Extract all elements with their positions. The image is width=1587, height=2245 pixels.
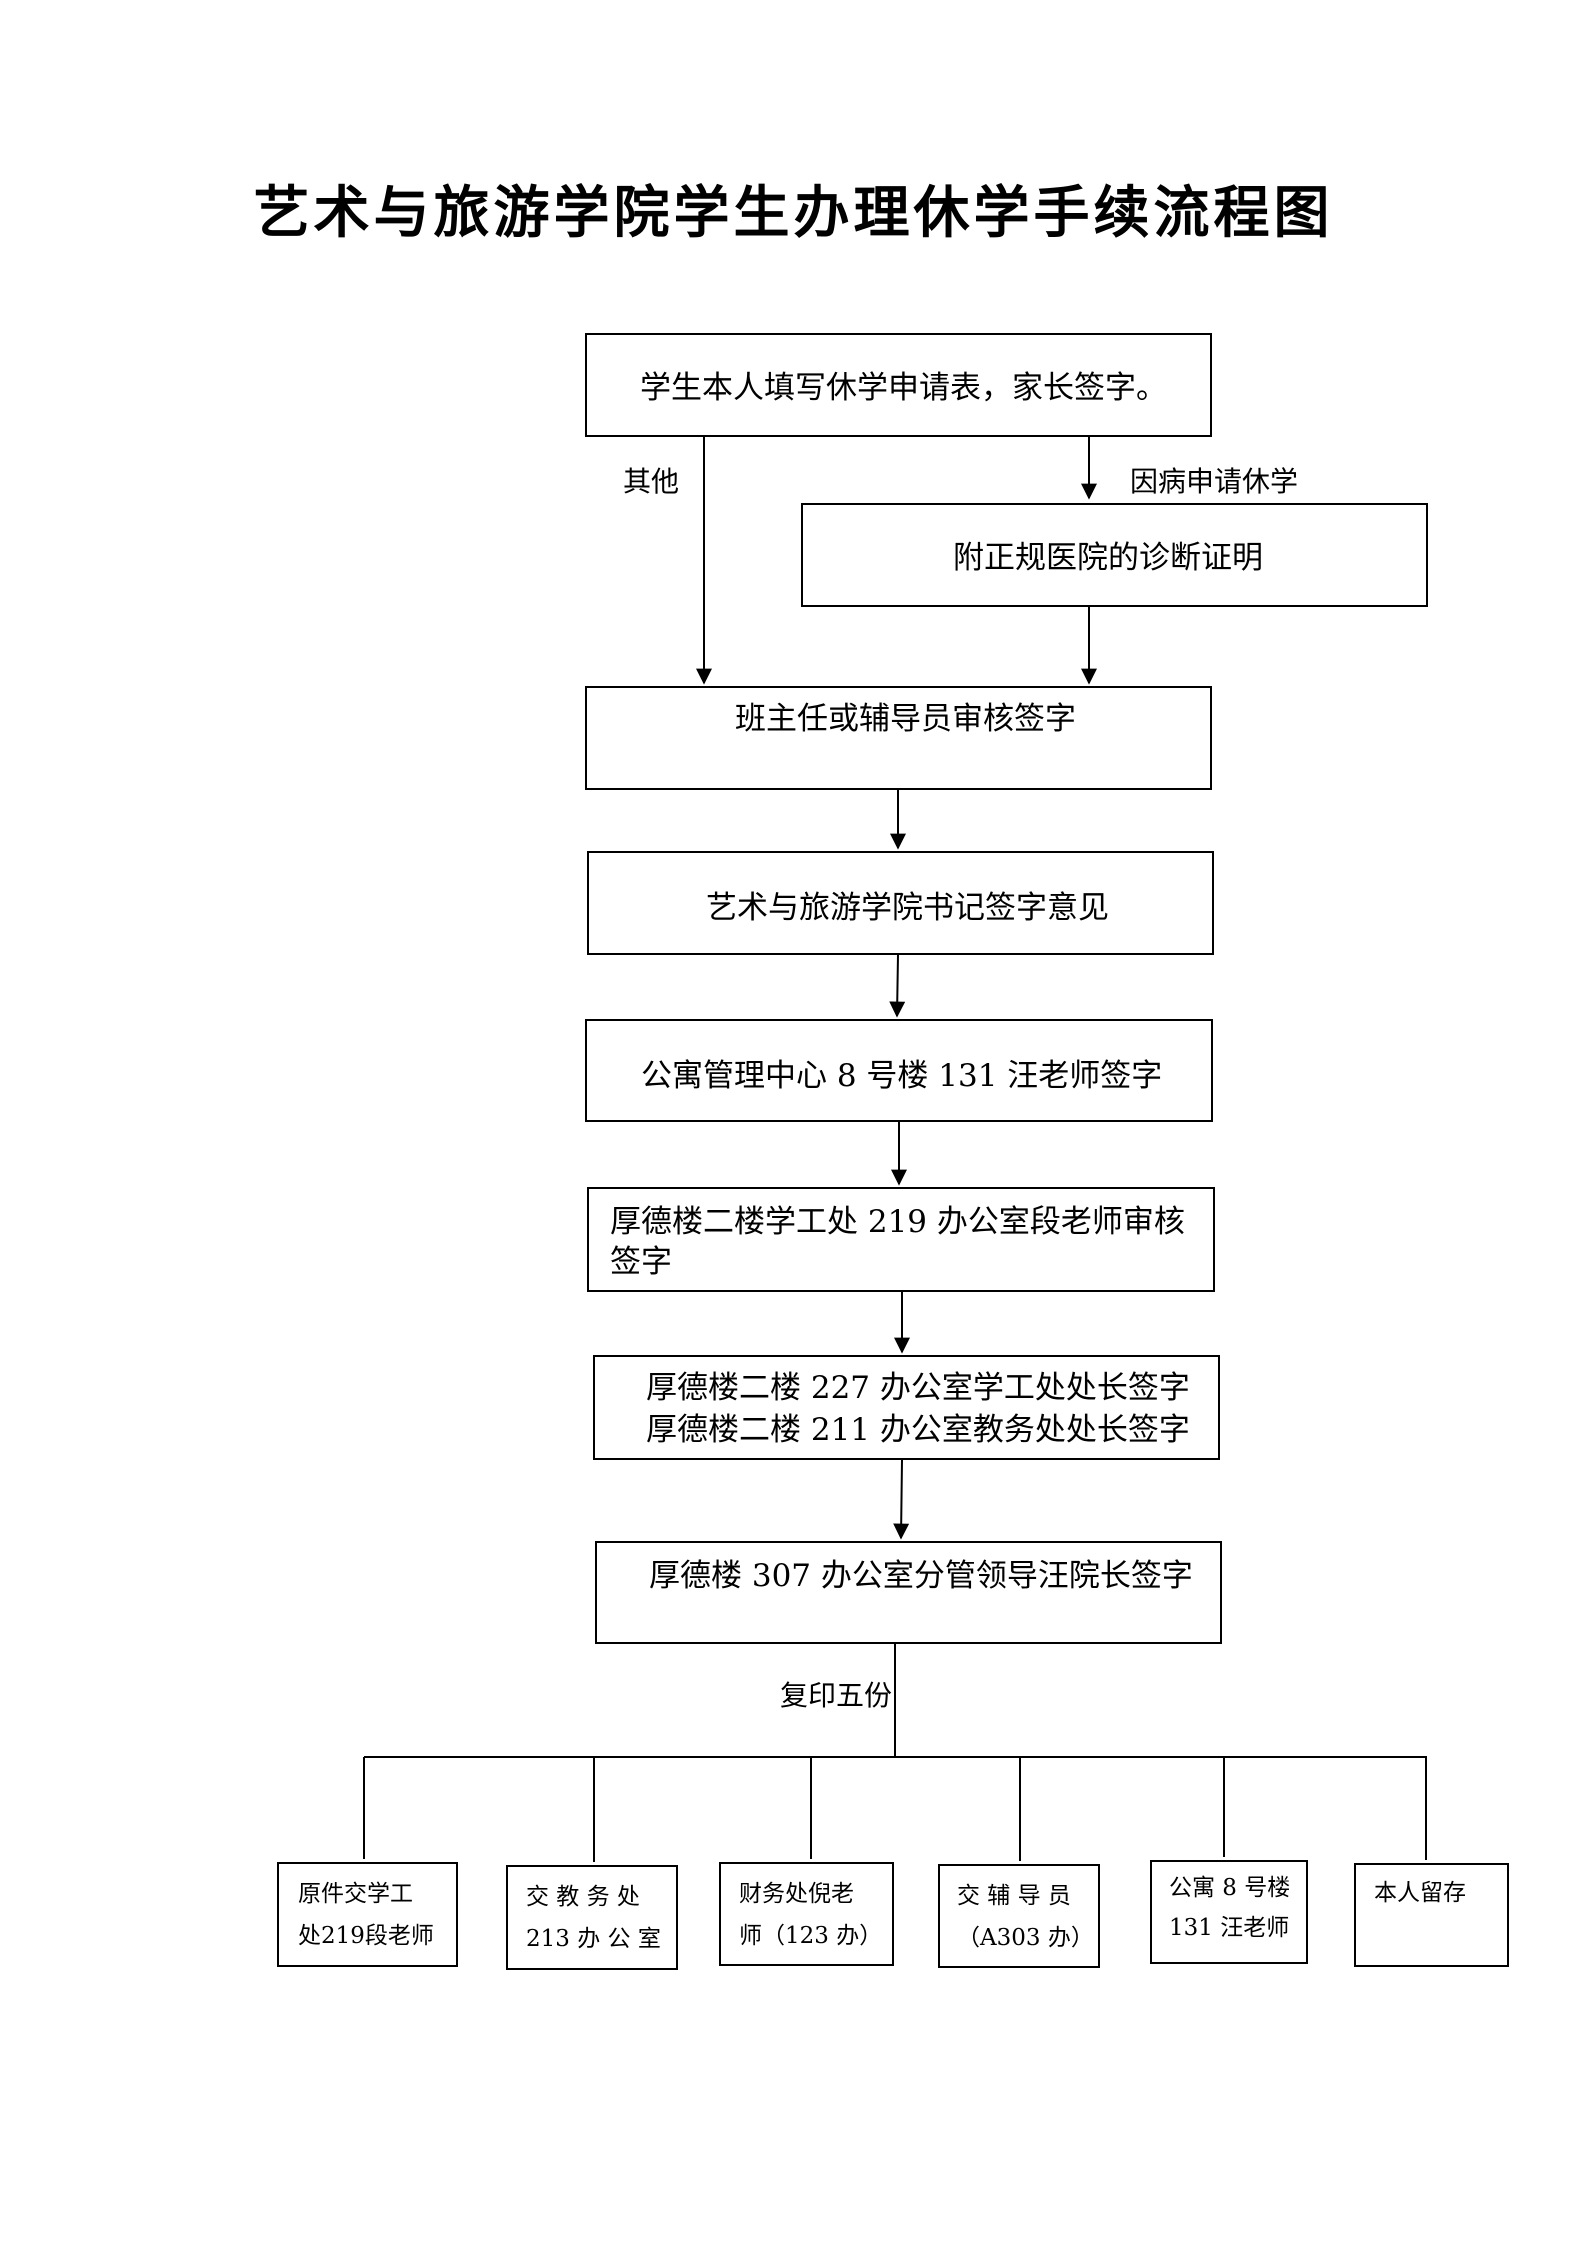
step-vice-dean-text: 厚德楼 307 办公室分管领导汪院长签字 [649,1558,1193,1594]
page-title: 艺术与旅游学院学生办理休学手续流程图 [253,181,1334,246]
step-affairs-duan-text-2: 签字 [610,1244,672,1280]
distribution-box-4: 交 辅 导 员 （A303 办） [938,1864,1100,1968]
step-vice-dean-box: 厚德楼 307 办公室分管领导汪院长签字 [595,1541,1222,1644]
branch-sick-label: 因病申请休学 [1130,465,1299,498]
distribution-box-5: 公寓 8 号楼 131 汪老师 [1150,1860,1308,1964]
distribution-4-line1: 交 辅 导 员 [957,1883,1071,1909]
distribution-2-line2: 213 办 公 室 [526,1926,661,1952]
distribution-5-line2: 131 汪老师 [1169,1915,1290,1941]
distribution-3-line1: 财务处倪老 [739,1881,854,1907]
distribution-box-2: 交 教 务 处 213 办 公 室 [506,1865,678,1970]
step-apartment-text: 公寓管理中心 8 号楼 131 汪老师签字 [641,1058,1163,1094]
distribution-4-line2: （A303 办） [957,1925,1094,1951]
step-diagnosis-box: 附正规医院的诊断证明 [801,503,1428,607]
step-heads-text-2: 厚德楼二楼 211 办公室教务处处长签字 [646,1412,1190,1448]
distribution-6-line1: 本人留存 [1374,1880,1466,1906]
arrow-secretary-apartment [889,954,906,1018]
step-secretary-text: 艺术与旅游学院书记签字意见 [706,890,1109,926]
distribution-box-1: 原件交学工 处219段老师 [277,1862,458,1967]
step-apartment-box: 公寓管理中心 8 号楼 131 汪老师签字 [585,1019,1213,1122]
step-secretary-box: 艺术与旅游学院书记签字意见 [587,851,1214,955]
distribution-box-3: 财务处倪老 师（123 办） [719,1862,894,1966]
distribution-5-line1: 公寓 8 号楼 [1169,1875,1291,1901]
step-affairs-duan-box: 厚德楼二楼学工处 219 办公室段老师审核 签字 [587,1187,1215,1292]
step-diagnosis-text: 附正规医院的诊断证明 [953,540,1263,576]
distribution-box-6: 本人留存 [1354,1863,1509,1967]
distribution-2-line1: 交 教 务 处 [526,1884,640,1910]
step-counselor-text: 班主任或辅导员审核签字 [735,701,1076,737]
distribution-3-line2: 师（123 办） [739,1923,883,1949]
step-apply-text: 学生本人填写休学申请表，家长签字。 [640,370,1167,406]
distribution-1-line1: 原件交学工 [298,1881,413,1907]
step-counselor-box: 班主任或辅导员审核签字 [585,686,1212,790]
step-apply-box: 学生本人填写休学申请表，家长签字。 [585,333,1212,437]
step-affairs-duan-text-1: 厚德楼二楼学工处 219 办公室段老师审核 [610,1204,1185,1240]
step-heads-text-1: 厚德楼二楼 227 办公室学工处处长签字 [646,1370,1190,1406]
arrow-heads-vicedean [893,1459,910,1540]
distribution-1-line2: 处219段老师 [298,1923,434,1949]
copies-label: 复印五份 [780,1679,893,1712]
step-heads-box: 厚德楼二楼 227 办公室学工处处长签字 厚德楼二楼 211 办公室教务处处长签… [593,1355,1220,1460]
branch-other-label: 其他 [623,465,680,498]
